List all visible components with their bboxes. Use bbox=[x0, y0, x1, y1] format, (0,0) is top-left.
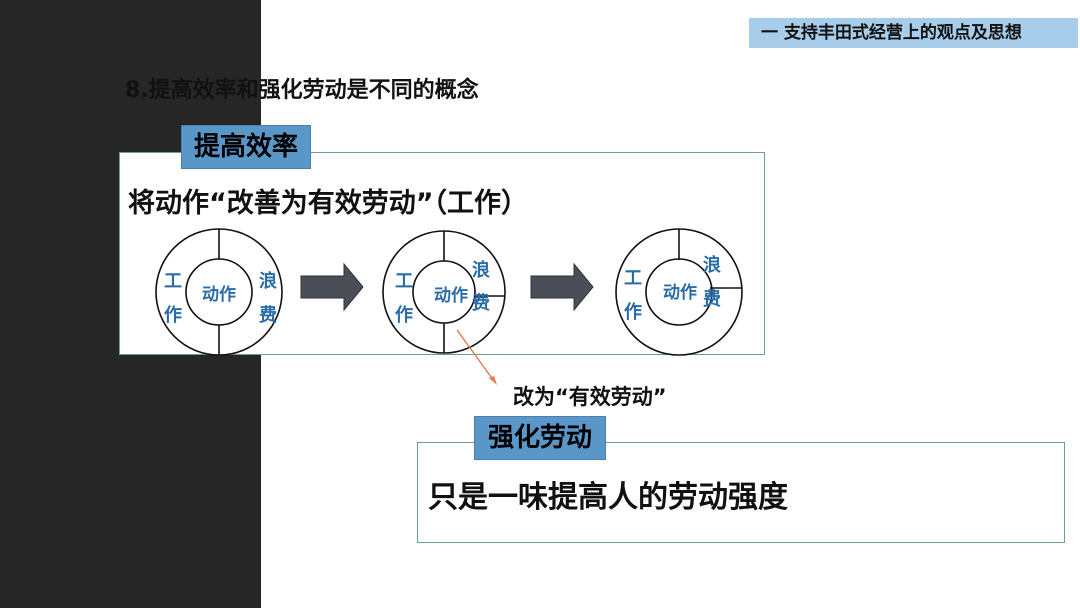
wheel-1-waste-2: 费 bbox=[259, 305, 277, 326]
efficiency-statement: 将动作“改善为有效劳动”（工作） bbox=[128, 188, 528, 219]
arrow-right-icon bbox=[530, 262, 594, 312]
wheel-3-work-2: 作 bbox=[624, 301, 642, 323]
wheel-2: 工 作 动作 浪 费 bbox=[382, 230, 506, 354]
intensification-statement: 只是一味提高人的劳动强度 bbox=[428, 480, 788, 515]
wheel-2-work-1: 工 bbox=[395, 271, 413, 292]
callout-line bbox=[456, 329, 495, 382]
wheel-2-work-2: 作 bbox=[395, 304, 413, 326]
arrow-right-icon bbox=[300, 262, 364, 312]
intensification-tag: 强化劳动 bbox=[474, 416, 606, 460]
wheel-3-work-1: 工 bbox=[624, 268, 642, 289]
wheel-1-work-2: 作 bbox=[164, 304, 182, 326]
wheel-1: 工 作 动作 浪 费 bbox=[155, 228, 283, 356]
wheel-2-waste-2: 费 bbox=[472, 293, 490, 314]
callout-arrowhead-icon bbox=[489, 376, 497, 385]
callout-note: 改为“有效劳动” bbox=[513, 385, 667, 409]
wheel-3-action: 动作 bbox=[663, 282, 697, 303]
wheel-1-waste-1: 浪 bbox=[259, 270, 277, 292]
wheel-3-waste-1: 浪 bbox=[703, 254, 721, 276]
efficiency-tag: 提高效率 bbox=[181, 125, 311, 169]
section-header-tag: 一 支持丰田式经营上的观点及思想 bbox=[749, 18, 1078, 48]
wheel-3-waste-2: 费 bbox=[703, 289, 721, 310]
wheel-1-action: 动作 bbox=[202, 284, 236, 305]
wheel-1-work-1: 工 bbox=[164, 271, 182, 292]
wheel-2-waste-1: 浪 bbox=[472, 259, 490, 281]
wheel-2-action: 动作 bbox=[434, 285, 468, 306]
slide-title: 8.提高效率和强化劳动是不同的概念 bbox=[125, 78, 479, 103]
wheel-3: 工 作 动作 浪 费 bbox=[615, 228, 743, 356]
